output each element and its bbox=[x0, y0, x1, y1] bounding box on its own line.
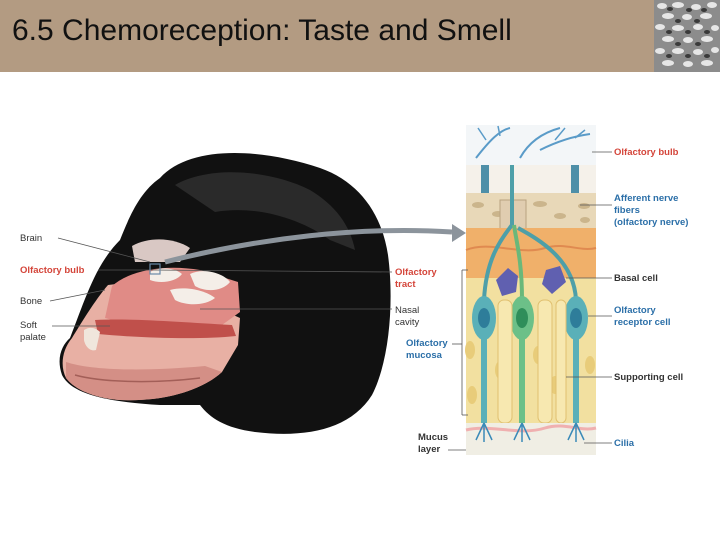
label-soft-palate-1: Soft bbox=[20, 320, 37, 331]
label-receptor-1: Olfactory bbox=[614, 305, 656, 316]
label-afferent-3: (olfactory nerve) bbox=[614, 217, 689, 228]
label-afferent-2: fibers bbox=[614, 205, 640, 216]
label-supporting-cell: Supporting cell bbox=[614, 372, 684, 383]
label-mucus-1: Mucus bbox=[418, 432, 449, 443]
olfactory-epithelium-illustration bbox=[465, 125, 597, 455]
label-basal-cell: Basal cell bbox=[614, 273, 658, 284]
textured-pattern-image bbox=[654, 0, 720, 72]
title-bar: 6.5 Chemoreception: Taste and Smell bbox=[0, 0, 720, 72]
label-brain: Brain bbox=[20, 233, 43, 244]
label-olfactory-tract-1: Olfactory bbox=[395, 267, 437, 278]
label-olfactory-tract-2: tract bbox=[395, 279, 416, 290]
slide-title: 6.5 Chemoreception: Taste and Smell bbox=[12, 14, 512, 47]
label-nasal-cavity-1: Nasal bbox=[395, 305, 420, 316]
label-mucus-2: layer bbox=[418, 444, 441, 455]
label-olfactory-mucosa-2: mucosa bbox=[406, 350, 442, 361]
label-cilia: Cilia bbox=[614, 438, 635, 449]
label-bone: Bone bbox=[20, 296, 43, 307]
label-afferent-1: Afferent nerve bbox=[614, 193, 679, 204]
label-olfactory-mucosa-1: Olfactory bbox=[406, 338, 448, 349]
chimpanzee-head-illustration bbox=[59, 153, 391, 434]
label-nasal-cavity-2: cavity bbox=[395, 317, 420, 328]
label-olfactory-bulb-head: Olfactory bulb bbox=[20, 265, 85, 276]
label-receptor-2: receptor cell bbox=[614, 317, 671, 328]
label-soft-palate-2: palate bbox=[20, 332, 46, 343]
label-olfactory-bulb-detail: Olfactory bulb bbox=[614, 147, 679, 158]
